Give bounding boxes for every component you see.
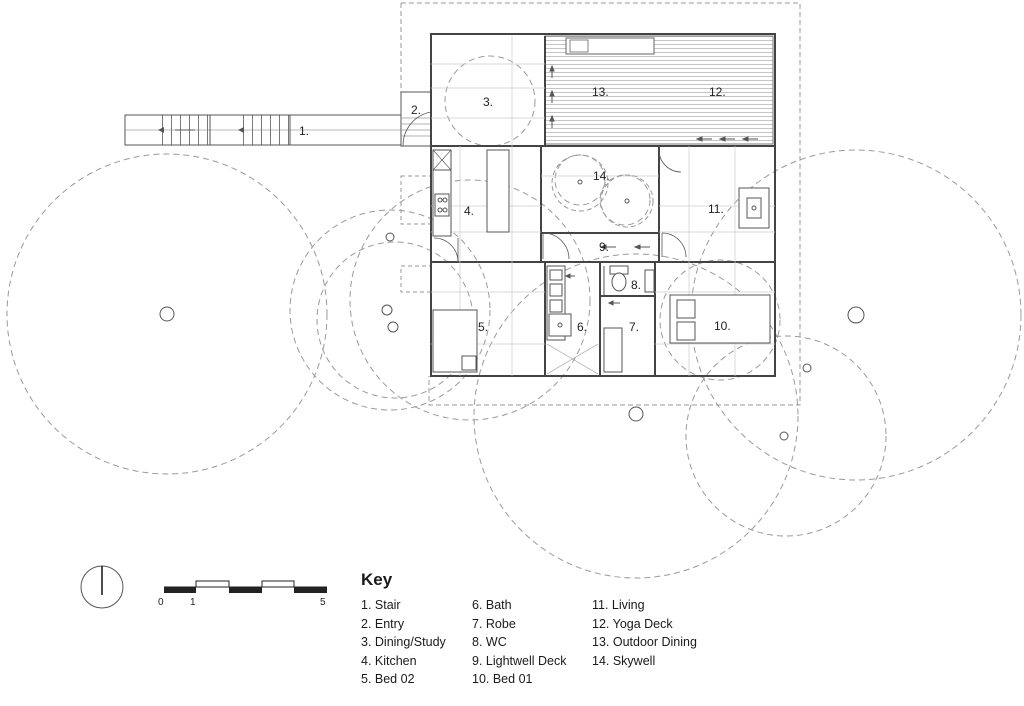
key-item: 6. Bath: [472, 598, 512, 612]
key-column-2: 6. Bath 7. Robe 8. WC 9. Lightwell Deck …: [472, 596, 567, 689]
key-item: 12. Yoga Deck: [592, 616, 673, 631]
tree-canopy: [659, 259, 781, 381]
key-item: 13. Outdoor Dining: [592, 635, 697, 650]
key-column-1: 1. Stair 2. Entry 3. Dining/Study 4. Kit…: [361, 596, 446, 689]
tree-canopy: [690, 149, 1022, 481]
bench: [565, 37, 655, 55]
key-item: 2. Entry: [361, 616, 405, 631]
bath-fixtures: [546, 265, 599, 375]
tree-trunk: [628, 406, 644, 422]
tree-canopy: [349, 179, 591, 421]
tree-trunks: [159, 179, 865, 441]
key-title: Key: [361, 570, 393, 589]
wc-basin: [644, 269, 655, 293]
room-label-6: 6.: [577, 320, 587, 334]
tree-trunk: [779, 431, 789, 441]
key-item: 5. Bed 02: [361, 672, 415, 687]
stair-bridge: [124, 114, 402, 146]
stovetop: [434, 193, 450, 217]
house-outline: [430, 33, 776, 377]
toilet-bowl: [611, 272, 627, 292]
key-item: 8. WC: [472, 635, 507, 650]
scale-bar: 0 1 5: [158, 580, 327, 608]
skywell-trees: [551, 154, 654, 228]
key-item: 9. Lightwell Deck: [472, 653, 567, 668]
tree-canopy: [554, 154, 606, 206]
scale-label-end: 5: [320, 597, 326, 608]
doors: [433, 149, 687, 263]
tree-canopy: [473, 253, 799, 579]
room-label-4: 4.: [464, 204, 474, 218]
room-label-11: 11.: [708, 202, 724, 216]
tree-canopies: [6, 55, 1022, 579]
key-item: 11. Living: [592, 598, 645, 612]
room-label-1: 1.: [299, 124, 309, 138]
tree-canopy: [289, 209, 491, 411]
room-label-2: 2.: [411, 103, 421, 117]
pillow: [676, 299, 696, 319]
tree-trunk: [847, 306, 865, 324]
tree-canopy: [685, 335, 887, 537]
key-legend: Key 1. Stair 2. Entry 3. Dining/Study 4.…: [361, 570, 741, 690]
wc-fixtures: [603, 265, 655, 373]
kitchen-fixtures: [432, 149, 510, 237]
living-fixtures: [738, 187, 770, 229]
room-label-5: 5.: [478, 320, 488, 334]
room-label-13: 13.: [592, 85, 609, 99]
tree-canopy: [6, 153, 328, 475]
robe-cupboard: [603, 327, 623, 373]
entry-landing: [400, 91, 432, 147]
floor-grid: [431, 36, 775, 376]
room-label-7: 7.: [629, 320, 639, 334]
room-label-9: 9.: [599, 240, 609, 254]
room-label-14: 14.: [593, 169, 610, 183]
room-label-10: 10.: [714, 319, 731, 333]
tree-trunk: [802, 363, 812, 373]
pillow: [676, 321, 696, 341]
tree-trunk: [385, 232, 395, 242]
tree-trunk: [624, 198, 630, 204]
room-label-3: 3.: [483, 95, 493, 109]
key-item: 14. Skywell: [592, 653, 656, 668]
scale-label-start: 0: [158, 597, 164, 608]
scale-label-mid: 1: [190, 597, 196, 608]
tree-trunk: [577, 179, 583, 185]
bench-seat: [569, 39, 589, 53]
key-item: 7. Robe: [472, 616, 516, 631]
interior-walls: [431, 36, 775, 376]
key-item: 1. Stair: [361, 598, 401, 612]
kitchen-island: [486, 149, 510, 233]
bed-02-fixtures: [432, 309, 478, 373]
bed-01-fixtures: [669, 294, 771, 344]
room-labels: 1. 2. 3. 4. 5. 6. 7. 8. 9. 10. 11. 12. 1…: [299, 85, 731, 334]
deck-arrows: [549, 64, 758, 306]
key-item: 4. Kitchen: [361, 653, 417, 668]
dashed-boxes: [400, 175, 432, 293]
north-point-icon: [80, 565, 124, 609]
tree-trunk: [159, 306, 175, 322]
tree-canopy: [599, 174, 651, 226]
roof-outline: [401, 2, 801, 406]
tree-trunk: [381, 304, 393, 316]
key-item: 3. Dining/Study: [361, 635, 446, 650]
key-column-3: 11. Living 12. Yoga Deck 13. Outdoor Din…: [592, 596, 697, 670]
key-item: 10. Bed 01: [472, 672, 533, 687]
room-label-8: 8.: [631, 278, 641, 292]
room-label-12: 12.: [709, 85, 726, 99]
tree-trunk: [387, 321, 399, 333]
